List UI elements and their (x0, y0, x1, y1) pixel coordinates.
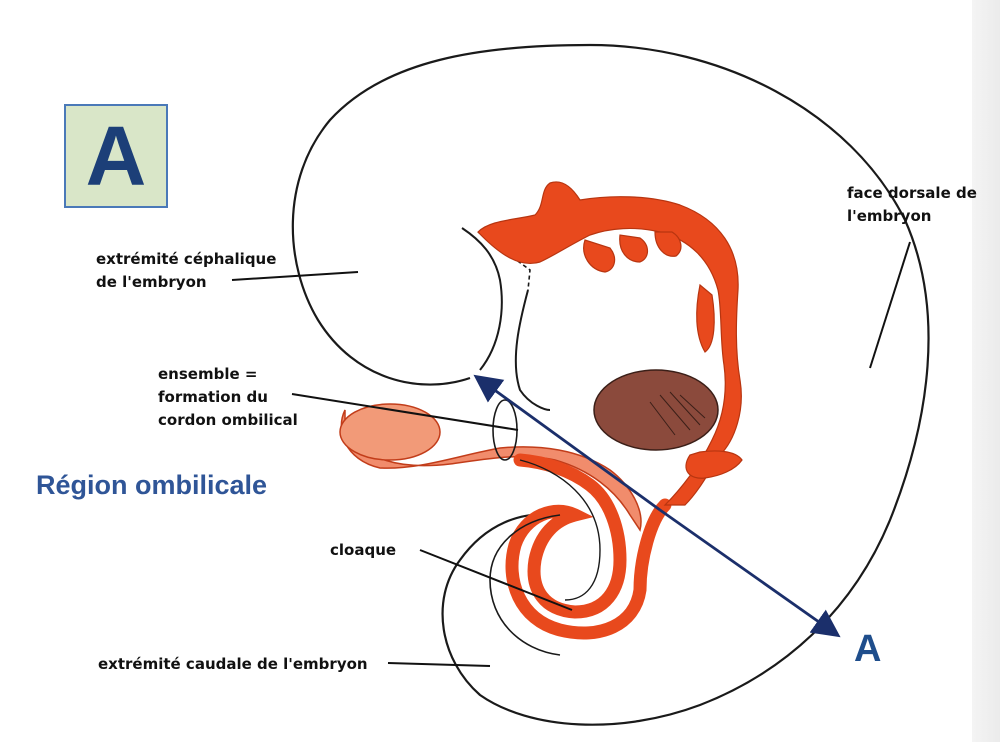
cephalic-label-line2: de l'embryon (96, 273, 207, 291)
dorsal-label-line1: face dorsale de (847, 184, 977, 202)
cephalic-pointer (231, 271, 359, 281)
section-axis-arrow-down (659, 508, 841, 638)
cloaca-pointer (419, 549, 573, 611)
caudal-label: extrémité caudale de l'embryon (98, 655, 368, 673)
cord-label-line2: formation du (158, 388, 268, 406)
section-axis-arrow-up (473, 374, 661, 512)
yolk-stalk-wall (514, 289, 551, 411)
page-edge-shadow (972, 0, 1000, 742)
yolk-stalk (340, 409, 642, 532)
pharynx-outline (461, 227, 503, 371)
caudal-pointer (387, 662, 491, 667)
liver-hatching (649, 391, 706, 436)
cord-label-line3: cordon ombilical (158, 411, 298, 429)
cephalic-label-line1: extrémité céphalique (96, 250, 277, 268)
panel-letter-box: A (64, 104, 168, 208)
hindgut-loop (505, 453, 672, 640)
dorsal-label-line2: l'embryon (847, 207, 932, 225)
section-axis-letter: A (854, 628, 882, 670)
cloaca-inner (519, 459, 601, 601)
embryo-outline (291, 43, 930, 726)
cord-label-line1: ensemble = (158, 365, 258, 383)
dorsal-pointer (869, 241, 911, 369)
lung-bud (696, 283, 715, 353)
tail-contour (489, 514, 561, 656)
cord-pointer (291, 393, 519, 431)
pharyngeal-pouch-3 (654, 231, 682, 257)
pharyngeal-pouch-1 (583, 239, 616, 273)
pharyngeal-pouch-2 (619, 234, 649, 263)
region-title: Région ombilicale (36, 470, 268, 500)
cloaca-label: cloaque (330, 541, 397, 559)
allantois-bulb (339, 403, 441, 461)
hepatic-bud (685, 450, 743, 479)
